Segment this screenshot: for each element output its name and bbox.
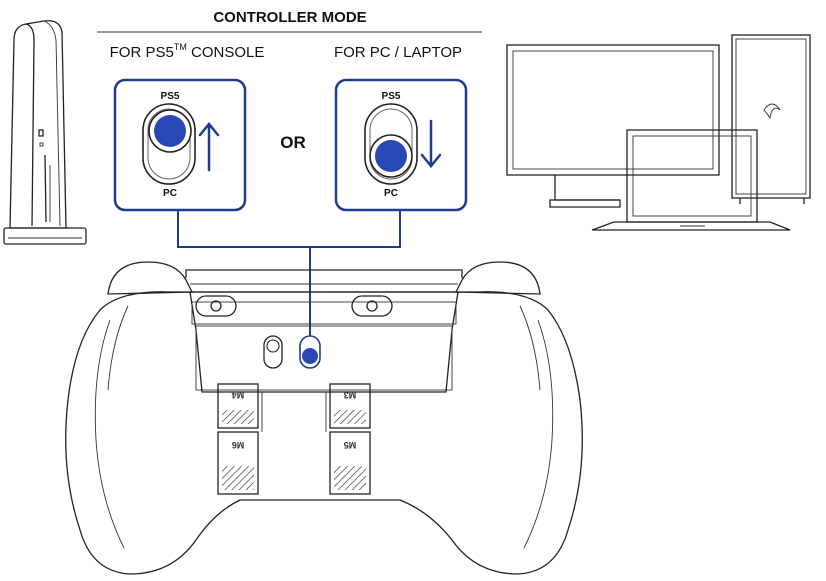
back-paddle-m5: M5 bbox=[329, 431, 371, 495]
slide-switch-knob bbox=[375, 140, 407, 172]
svg-text:M3: M3 bbox=[344, 390, 357, 400]
svg-text:M6: M6 bbox=[232, 440, 245, 450]
connector-lines bbox=[177, 210, 401, 336]
svg-text:M4: M4 bbox=[232, 390, 245, 400]
slide-switch-knob bbox=[154, 115, 186, 147]
pc-laptop-icon bbox=[506, 34, 811, 231]
slide-switch-inner bbox=[147, 108, 191, 180]
svg-text:M5: M5 bbox=[344, 440, 357, 450]
back-paddle-m3: M3 bbox=[329, 383, 371, 429]
ps5-console-icon bbox=[3, 20, 87, 245]
arrow-down-icon bbox=[420, 119, 442, 168]
back-paddle-m4: M4 bbox=[217, 383, 259, 429]
game-controller-icon: M4 M3 M6 M5 bbox=[65, 261, 583, 575]
or-separator: OR bbox=[280, 133, 306, 152]
diagram-title: CONTROLLER MODE bbox=[213, 9, 366, 26]
switch-label-top: PS5 bbox=[161, 91, 180, 102]
arrow-up-icon bbox=[198, 122, 220, 172]
switch-label-top: PS5 bbox=[382, 91, 401, 102]
switch-label-bottom: PC bbox=[384, 188, 398, 199]
mode-panel-pc: PS5 PC bbox=[334, 78, 468, 212]
back-paddle-m6: M6 bbox=[217, 431, 259, 495]
mode-panel-ps5: PS5 PC bbox=[113, 78, 247, 212]
mode-heading-pc: FOR PC / LAPTOP bbox=[334, 44, 462, 61]
slide-switch-inner bbox=[369, 108, 413, 180]
mode-heading-ps5: FOR PS5TM CONSOLE bbox=[110, 42, 265, 61]
switch-label-bottom: PC bbox=[163, 188, 177, 199]
